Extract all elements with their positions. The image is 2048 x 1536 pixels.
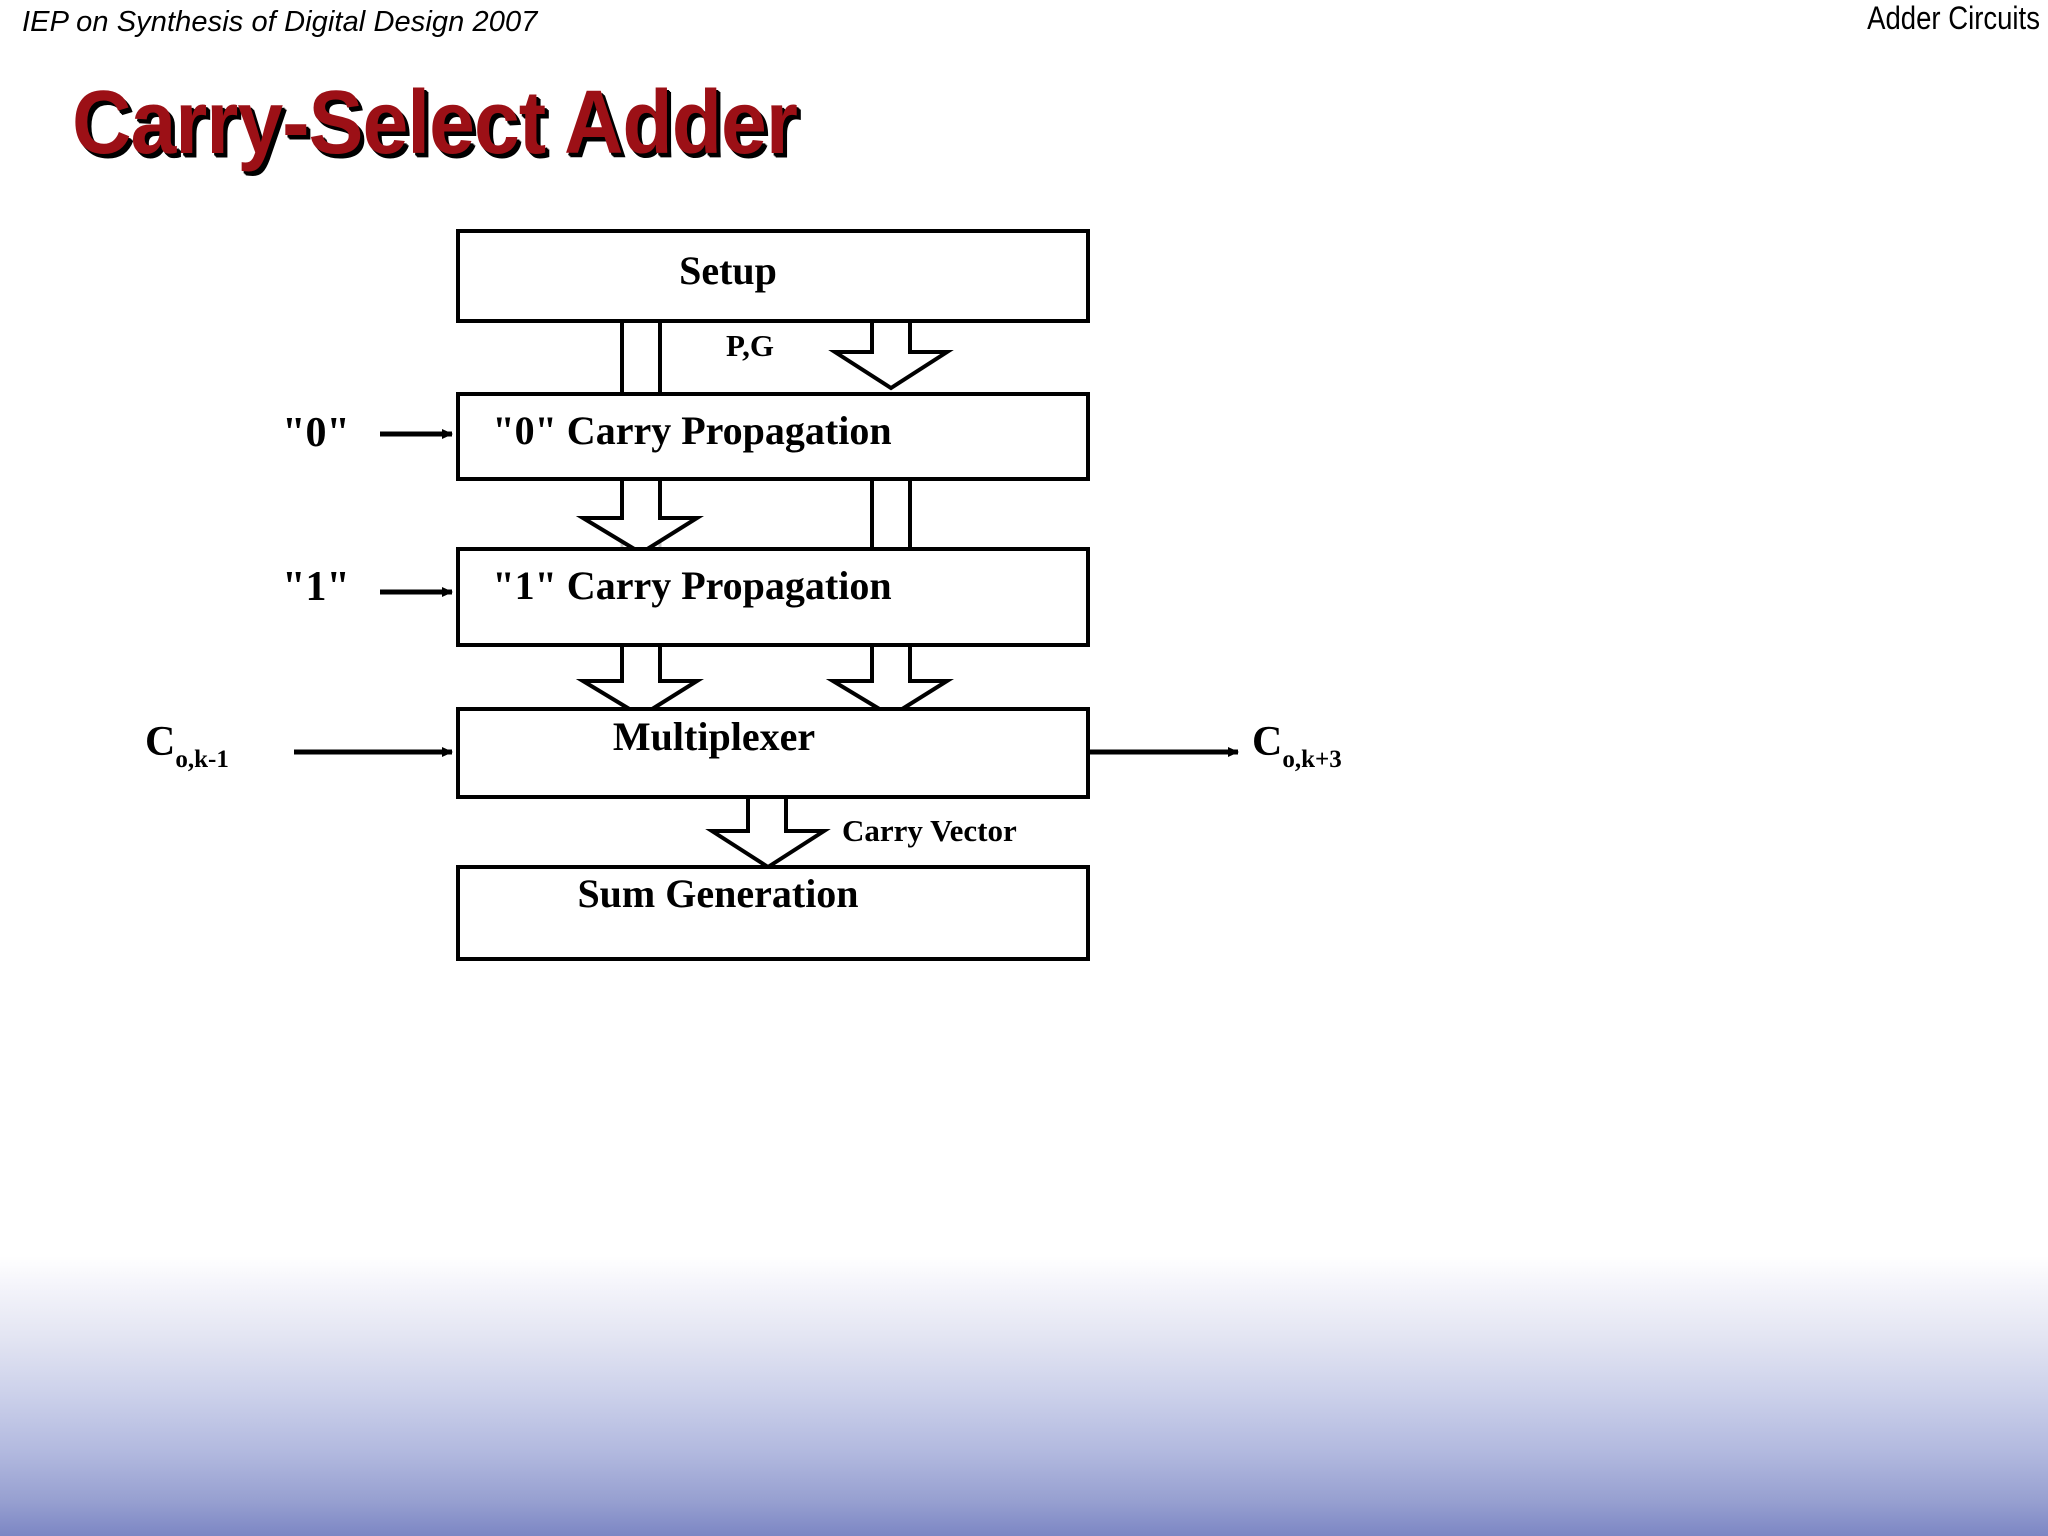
input-carry-in-sub: o,k-1 [175, 746, 228, 773]
block-setup: Setup [456, 229, 1090, 323]
edge-label-carry-vector: Carry Vector [842, 813, 1017, 848]
carry-select-adder-block-diagram: Setup P,G "0" Carry Propagation "0" [145, 229, 1342, 961]
input-zero-label: "0" [282, 410, 350, 456]
block-multiplexer: Multiplexer [456, 707, 1090, 799]
block-arrow-mux-to-sumgen [705, 795, 831, 870]
input-one-label: "1" [282, 564, 350, 610]
header-section-label: Adder Circuits [1867, 0, 2040, 36]
header-course-label: IEP on Synthesis of Digital Design 2007 [22, 6, 538, 38]
block-arrow-setup-to-cp0 [828, 319, 954, 391]
block-arrow-mux-to-sumgen-shape [705, 795, 831, 870]
block-zero-carry-propagation: "0" Carry Propagation [456, 392, 1090, 481]
block-arrow-cp1-to-mux-right-shape [825, 643, 954, 719]
block-setup-label: Setup [679, 248, 777, 293]
edge-label-pg: P,G [726, 328, 774, 363]
block-arrow-setup-to-cp0-shape [828, 319, 954, 391]
block-mux-rect [456, 707, 1090, 799]
output-carry-out: Co,k+3 [1088, 719, 1342, 773]
block-arrow-cp0-to-cp1-shape [575, 477, 704, 556]
page-title: Carry-Select Adder [72, 72, 798, 173]
block-sumgen-label: Sum Generation [577, 871, 858, 916]
block-arrow-cp1-to-mux-left-shape [575, 643, 704, 719]
block-cp0-label: "0" Carry Propagation [492, 408, 891, 453]
pipe-cp0-to-cp1-right [870, 479, 912, 549]
input-carry-in-label: Co,k-1 [145, 719, 229, 773]
input-one: "1" [282, 564, 453, 610]
block-cp1-label: "1" Carry Propagation [492, 563, 891, 608]
input-carry-in: Co,k-1 [145, 719, 453, 773]
block-sumgen-rect [456, 865, 1090, 961]
output-carry-out-sub: o,k+3 [1282, 746, 1341, 773]
output-carry-out-label: Co,k+3 [1252, 719, 1342, 773]
input-zero: "0" [282, 410, 453, 456]
block-sum-generation: Sum Generation [456, 865, 1090, 961]
block-arrow-cp1-to-mux-right [825, 643, 954, 719]
output-carry-out-base: C [1252, 719, 1282, 765]
block-arrow-cp0-to-cp1 [575, 477, 704, 556]
pipe-setup-to-lower-left [620, 321, 662, 394]
block-setup-rect [456, 229, 1090, 323]
block-mux-label: Multiplexer [613, 714, 815, 759]
block-cp1-rect [456, 547, 1090, 647]
block-arrow-cp1-to-mux-left [575, 643, 704, 719]
decorative-bottom-gradient-band [0, 1256, 2048, 1536]
input-carry-in-base: C [145, 719, 175, 765]
block-one-carry-propagation: "1" Carry Propagation [456, 547, 1090, 647]
block-cp0-rect [456, 392, 1090, 481]
